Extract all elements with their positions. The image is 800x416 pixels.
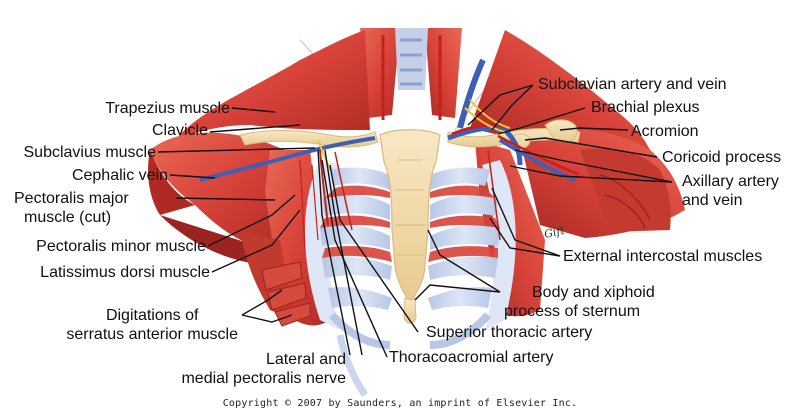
leader-clavicle — [209, 124, 301, 133]
deltoid-left — [150, 132, 285, 250]
leader-axillary-1 — [514, 149, 673, 183]
leader-acromion — [559, 127, 629, 131]
label-thoracoacromial: Thoracoacromial artery — [389, 349, 554, 366]
leader-lines — [157, 84, 673, 358]
leader-brachial — [497, 107, 586, 135]
label-axillary: Axillary artery and vein — [682, 172, 779, 210]
leader-intercostal-2 — [491, 187, 561, 257]
leader-axillary-2 — [509, 165, 673, 183]
label-pectoralis-nerve-line2: medial pectoralis nerve — [181, 370, 346, 387]
leader-sternum-2 — [414, 284, 501, 301]
leader-sup-thoracic — [329, 164, 419, 333]
leader-trapezius — [231, 107, 276, 113]
label-axillary-line2: and vein — [682, 192, 743, 209]
sternum — [379, 129, 441, 301]
label-pectoralis-major-line1: Pectoralis major — [14, 190, 129, 207]
label-trapezius: Trapezius muscle — [105, 100, 230, 117]
leader-cephalic — [169, 174, 216, 179]
label-pectoralis-nerve: Lateral and medial pectoralis nerve — [181, 350, 346, 388]
leader-pect-minor — [207, 194, 296, 247]
leader-coricoid — [524, 137, 658, 158]
label-sternum-line2: process of sternum — [504, 303, 641, 320]
label-sternum-line1: Body and xiphoid — [532, 284, 655, 301]
label-superior-thoracic: Superior thoracic artery — [426, 324, 593, 341]
label-cephalic: Cephalic vein — [71, 167, 168, 184]
leader-serratus-2 — [241, 314, 293, 323]
brachial-plexus — [317, 99, 511, 171]
illustrator-signature: Gift — [543, 224, 567, 241]
leader-sternum-1 — [427, 229, 501, 293]
leader-thoracoacromial — [321, 159, 388, 358]
leader-subclavian-2 — [491, 84, 534, 131]
label-subclavius: Subclavius muscle — [23, 144, 157, 161]
label-serratus-line1: Digitations of — [105, 307, 199, 324]
leader-intercostal-1 — [489, 217, 561, 257]
label-axillary-line1: Axillary artery — [682, 173, 779, 190]
label-pectoralis-minor: Pectoralis minor muscle — [36, 238, 206, 255]
label-pectoralis-nerve-line1: Lateral and — [265, 351, 346, 368]
leader-serratus-1 — [241, 289, 283, 316]
label-subclavian: Subclavian artery and vein — [538, 76, 727, 93]
neck-muscles — [337, 28, 486, 129]
label-clavicle: Clavicle — [151, 122, 208, 139]
trapezius-right — [470, 30, 650, 150]
rib-cage — [305, 160, 516, 397]
label-intercostal: External intercostal muscles — [563, 248, 763, 265]
trapezius-left — [175, 30, 370, 140]
leader-subclavian-1 — [467, 84, 534, 126]
label-latissimus: Latissimus dorsi muscle — [40, 264, 210, 281]
label-serratus-line2: serratus anterior muscle — [66, 326, 238, 343]
label-sternum: Body and xiphoid process of sternum — [504, 283, 655, 321]
copyright-notice: Copyright © 2007 by Saunders, an imprint… — [222, 398, 578, 409]
leader-pect-major — [175, 197, 276, 201]
leader-subclavius — [157, 147, 316, 153]
label-serratus: Digitations of serratus anterior muscle — [66, 306, 238, 344]
label-brachial: Brachial plexus — [591, 99, 700, 116]
serratus-digitations — [261, 261, 311, 327]
leader-latissimus — [211, 209, 301, 273]
label-coricoid: Coricoid process — [662, 149, 782, 166]
acromion — [544, 119, 578, 143]
leader-pect-nerve-1 — [317, 149, 351, 356]
label-acromion: Acromion — [631, 123, 699, 140]
leader-pect-nerve-2 — [324, 149, 363, 356]
label-pectoralis-major: Pectoralis major muscle (cut) — [14, 189, 129, 227]
label-pectoralis-major-line2: muscle (cut) — [24, 209, 112, 226]
